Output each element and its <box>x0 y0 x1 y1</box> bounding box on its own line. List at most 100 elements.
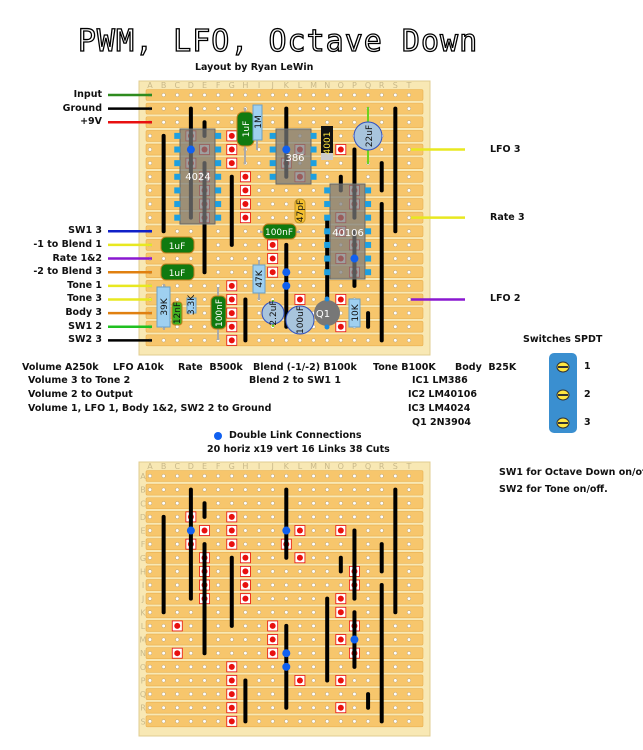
hole <box>366 92 371 98</box>
hole <box>188 473 193 479</box>
wire-label: -1 to Blend 1 <box>33 238 102 250</box>
hole <box>352 338 357 343</box>
column-label: G <box>229 462 235 471</box>
hole <box>147 692 153 697</box>
hole <box>175 528 180 533</box>
column-label: I <box>258 462 260 471</box>
ic-386-label: 386 <box>285 153 304 164</box>
hole <box>243 528 248 533</box>
hole <box>297 664 302 669</box>
capacitor-1uF-b-label: 1uF <box>169 269 186 279</box>
column-label: C <box>174 462 180 471</box>
hole <box>270 569 275 574</box>
hole <box>256 242 262 247</box>
hole <box>366 664 371 669</box>
hole <box>406 542 412 547</box>
hole <box>338 487 343 492</box>
legend-double-link: Double Link Connections <box>229 430 362 441</box>
hole <box>338 719 343 724</box>
hole <box>311 582 316 588</box>
hole <box>311 514 316 519</box>
hole <box>175 692 180 697</box>
part-ic3: IC3 LM4024 <box>408 403 471 414</box>
hole <box>393 692 398 697</box>
hole <box>175 297 180 302</box>
hole <box>311 705 316 710</box>
hole <box>406 514 412 519</box>
hole <box>243 256 248 261</box>
track-cut-dot <box>228 677 235 684</box>
column-label: M <box>310 81 317 90</box>
track-cut-dot <box>269 622 276 629</box>
hole <box>270 692 275 697</box>
hole <box>147 514 153 519</box>
hole <box>270 596 275 601</box>
column-label: G <box>229 81 235 90</box>
components: 4024 386 40106 1uF 1M 4001 22uF 47pF 100… <box>156 104 383 340</box>
hole <box>243 92 248 98</box>
ic-pin <box>365 201 372 208</box>
hole <box>202 283 207 288</box>
hole <box>256 555 262 560</box>
track-cut-dot <box>269 636 276 643</box>
hole <box>270 473 275 479</box>
hole <box>311 610 316 615</box>
hole <box>256 719 262 724</box>
track-cut-dot <box>337 527 344 534</box>
hole <box>406 637 412 642</box>
track-cut-dot <box>228 160 235 167</box>
hole <box>325 106 330 111</box>
hole <box>379 501 384 506</box>
ic-pin <box>174 132 181 139</box>
ic-pin <box>174 146 181 153</box>
hole <box>202 692 207 697</box>
hole <box>311 92 316 98</box>
hole <box>366 174 371 179</box>
hole <box>393 92 398 98</box>
track-cut-dot <box>337 677 344 684</box>
ic-pin <box>215 132 222 139</box>
hole <box>338 651 343 656</box>
column-label: E <box>202 81 207 90</box>
hole <box>188 719 193 724</box>
hole <box>352 473 357 479</box>
hole <box>297 719 302 724</box>
hole <box>297 270 302 275</box>
note-blend2: Blend 2 to SW1 1 <box>249 375 341 386</box>
hole <box>243 664 248 669</box>
hole <box>311 229 316 234</box>
hole <box>406 92 412 98</box>
hole <box>161 92 166 98</box>
ic-pin <box>365 255 372 262</box>
hole <box>147 161 153 166</box>
column-label: L <box>298 81 303 90</box>
wire-label: +9V <box>80 116 102 128</box>
hole <box>256 487 262 492</box>
hole <box>338 542 343 547</box>
hole <box>270 501 275 506</box>
hole <box>379 147 384 152</box>
hole <box>216 501 221 506</box>
hole <box>393 473 398 479</box>
hole <box>216 514 221 519</box>
hole <box>379 473 384 479</box>
hole <box>406 473 412 479</box>
hole <box>406 610 412 615</box>
hole <box>325 473 330 479</box>
hole <box>175 610 180 615</box>
hole <box>270 582 275 588</box>
wire-label: Body 3 <box>65 307 102 319</box>
ic-pin <box>269 146 276 153</box>
hole <box>338 623 343 628</box>
hole <box>188 92 193 98</box>
double-link-dot <box>282 145 291 154</box>
hole <box>161 120 166 125</box>
hole <box>243 542 248 547</box>
capacitor-100nF-mid <box>262 223 297 240</box>
ic-40106-label: 40106 <box>332 228 364 239</box>
hole <box>243 487 248 492</box>
hole <box>147 678 153 683</box>
ic-pin <box>215 173 222 180</box>
hole <box>243 501 248 506</box>
hole <box>297 501 302 506</box>
